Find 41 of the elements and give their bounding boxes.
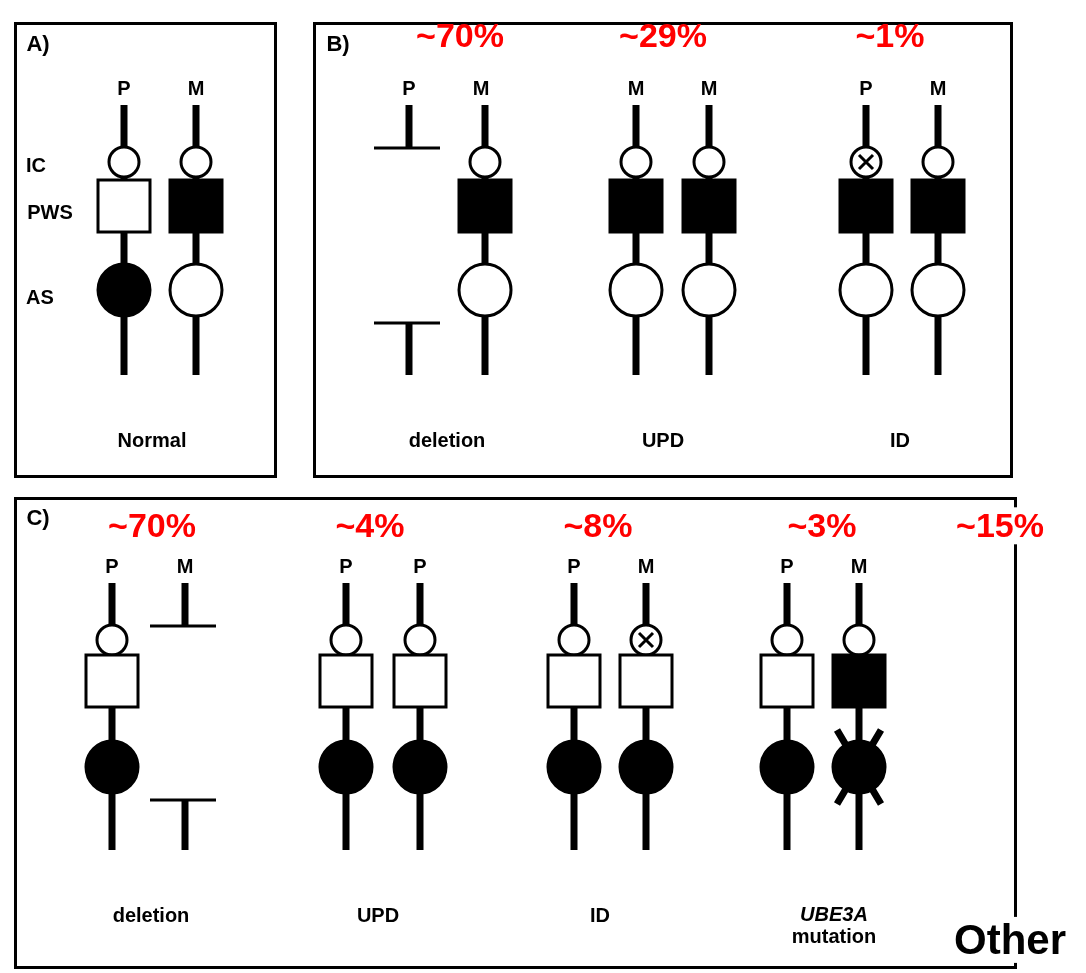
chromosome-label: M	[850, 555, 868, 577]
chromosome-label: M	[472, 77, 490, 99]
percentage-label: ~70%	[108, 507, 196, 545]
chromosome-label: M	[637, 555, 655, 577]
region-label: IC	[26, 154, 46, 176]
chromosome-label: M	[187, 77, 205, 99]
chromosome-label: P	[117, 77, 131, 99]
panel-letter: A)	[26, 31, 50, 57]
panel-letter: C)	[26, 505, 50, 531]
percentage-label: ~4%	[335, 507, 405, 545]
mechanism-label: deletion	[408, 429, 486, 451]
chromosome-label: M	[176, 555, 194, 577]
mechanism-label: ID	[590, 904, 610, 926]
chromosome-label: P	[413, 555, 427, 577]
percentage-label: ~29%	[619, 17, 707, 55]
region-label: AS	[26, 286, 54, 308]
percentage-label: ~8%	[563, 507, 633, 545]
chromosome-label: P	[780, 555, 794, 577]
panel-frame	[14, 22, 277, 478]
mechanism-label: ID	[890, 429, 910, 451]
mechanism-label: UPD	[641, 429, 685, 451]
panel-letter: B)	[326, 31, 350, 57]
percentage-label: ~15%	[956, 507, 1044, 545]
chromosome-label: M	[700, 77, 718, 99]
chromosome-label: P	[567, 555, 581, 577]
chromosome-label: M	[929, 77, 947, 99]
region-label: PWS	[27, 201, 73, 223]
mechanism-label: UPD	[356, 904, 400, 926]
percentage-label: ~70%	[416, 17, 504, 55]
mechanism-label: UBE3A mutation	[790, 903, 878, 947]
percentage-label: ~3%	[787, 507, 857, 545]
mechanism-label: Normal	[117, 429, 187, 451]
mechanism-label: deletion	[112, 904, 190, 926]
chromosome-label: P	[339, 555, 353, 577]
chromosome-label: P	[402, 77, 416, 99]
panel-frame	[313, 22, 1013, 478]
percentage-label: ~1%	[855, 17, 925, 55]
chromosome-label: P	[105, 555, 119, 577]
category-label: Other	[954, 916, 1066, 964]
chromosome-label: M	[627, 77, 645, 99]
chromosome-label: P	[859, 77, 873, 99]
